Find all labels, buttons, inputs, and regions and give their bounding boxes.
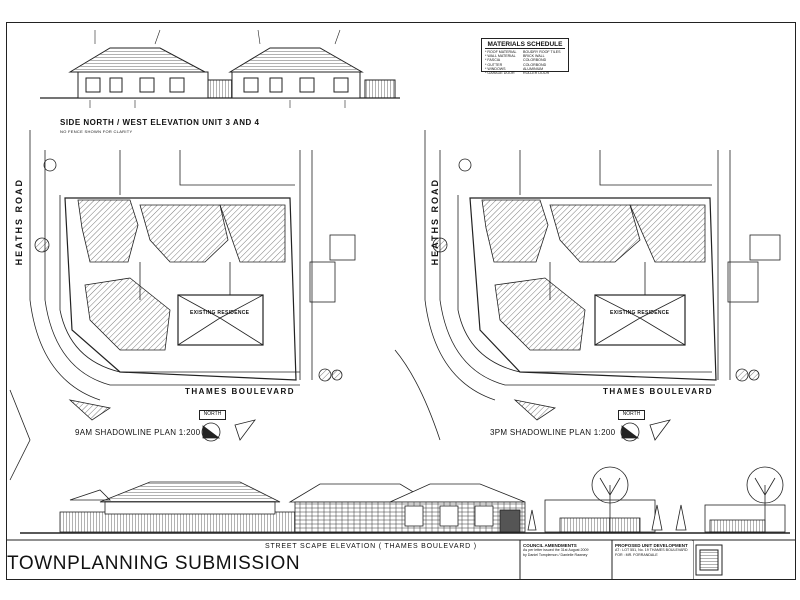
road-label-left: HEATHS ROAD — [14, 178, 24, 266]
amend-line: As per letter issued the 31st August 200… — [523, 548, 589, 552]
street-label-right: THAMES BOULEVARD — [603, 387, 714, 396]
north-arrow-right — [620, 422, 640, 442]
north-label-right: NORTH — [618, 410, 645, 420]
project-client: FOR : MR. FORRANDALE — [615, 552, 658, 557]
project-block: PROPOSED UNIT DEVELOPMENT AT : LOT 551, … — [613, 541, 693, 579]
materials-title: MATERIALS SCHEDULE — [485, 41, 565, 49]
submission-title: TOWNPLANNING SUBMISSION — [7, 553, 301, 574]
project-address: AT : LOT 551, No. 19 THAMES BOULEVARD — [615, 548, 688, 552]
site-plan-9am — [9, 130, 356, 481]
plan-title-3pm: 3PM SHADOWLINE PLAN 1:200 — [490, 428, 616, 437]
elevation-note: NO FENCE SHOWN FOR CLARITY — [60, 129, 133, 134]
street-scape-title: STREET SCAPE ELEVATION ( THAMES BOULEVAR… — [265, 543, 477, 550]
amend-line: by Daniel Tomplemon / Danielle Rawney — [523, 552, 588, 557]
project-title: PROPOSED UNIT DEVELOPMENT — [615, 543, 688, 548]
existing-residence-left: EXISTING RESIDENCE — [190, 310, 250, 316]
elevation-title: SIDE NORTH / WEST ELEVATION UNIT 3 AND 4 — [60, 118, 260, 127]
plan-title-9am: 9AM SHADOWLINE PLAN 1:200 — [75, 428, 201, 437]
existing-residence-right: EXISTING RESIDENCE — [610, 310, 670, 316]
street-scape-elevation — [20, 466, 790, 534]
council-amendments-block: COUNCIL AMENDMENTS As per letter issued … — [521, 541, 611, 579]
site-plan-3pm — [394, 130, 781, 441]
street-label-left: THAMES BOULEVARD — [185, 387, 296, 396]
amend-title: COUNCIL AMENDMENTS — [523, 543, 577, 548]
road-label-right: HEATHS ROAD — [430, 178, 440, 266]
north-arrow-left — [201, 422, 221, 442]
north-label-left: NORTH — [199, 410, 226, 420]
side-elevation-drawing — [40, 29, 400, 108]
